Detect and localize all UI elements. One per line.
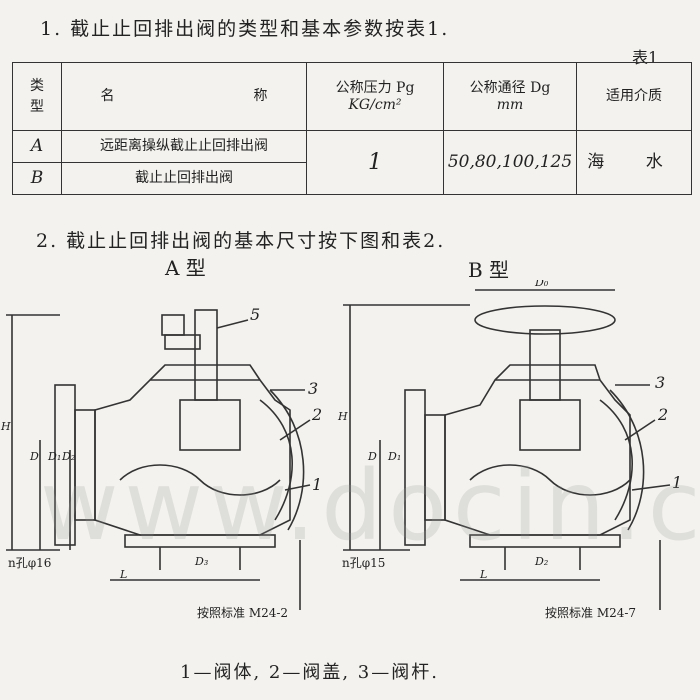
pressure-value: 1 <box>306 130 444 195</box>
section-heading-2: 2. 截止止回排出阀的基本尺寸按下图和表2. <box>36 230 446 252</box>
callout-a-1: 1 <box>312 475 322 494</box>
dim-b-l: L <box>479 568 487 581</box>
valve-a-drawing <box>6 309 311 610</box>
dim-b-d2: D₂ <box>534 555 548 568</box>
dim-a-d1: D₁ <box>47 450 61 463</box>
row-name: 截止止回排出阀 <box>61 162 307 195</box>
callout-b-2: 2 <box>657 405 668 424</box>
dim-b-d1: D₁ <box>387 450 401 463</box>
row-type: A <box>12 130 62 163</box>
dim-a-d: D <box>29 450 39 463</box>
diameter-value: 50,80,100,125 <box>443 130 577 195</box>
dim-b-d: D <box>367 450 377 463</box>
row-type: B <box>12 162 62 195</box>
figure-b-label: B 型 <box>468 258 510 282</box>
valve-b-drawing <box>343 289 671 610</box>
dim-b-d0: D₀ <box>534 280 549 289</box>
thread-note-b: 按照标准 M24-7 <box>545 606 636 620</box>
hole-note-a: n孔φ16 <box>8 556 51 570</box>
table-header-row: 类型 名 称 公称压力 Pg KG/cm² 公称通径 Dg mm 适用介质 <box>12 62 692 131</box>
medium-value: 海 水 <box>576 130 692 195</box>
callout-a-5: 5 <box>250 305 260 324</box>
callout-b-1: 1 <box>672 473 682 492</box>
parameter-table: 类型 名 称 公称压力 Pg KG/cm² 公称通径 Dg mm 适用介质 A … <box>12 62 692 195</box>
dim-a-d3: D₃ <box>194 555 208 568</box>
section-heading-1: 1. 截止止回排出阀的类型和基本参数按表1. <box>40 18 450 40</box>
thread-note-a: 按照标准 M24-2 <box>197 606 288 620</box>
table-row: A 远距离操纵截止止回排出阀 1 50,80,100,125 海 水 <box>12 130 692 195</box>
row-name: 远距离操纵截止止回排出阀 <box>61 130 307 163</box>
hole-note-b: n孔φ15 <box>342 556 385 570</box>
valve-drawings: 5 3 2 1 3 2 1 H L D D₁ D₂ D₃ H L D D₁ D₂… <box>0 280 682 620</box>
header-type: 类型 <box>12 62 62 131</box>
callout-b-3: 3 <box>655 373 665 392</box>
header-medium: 适用介质 <box>576 62 692 131</box>
callout-a-2: 2 <box>311 405 322 424</box>
table-row: B 截止止回排出阀 <box>12 162 692 195</box>
header-diameter: 公称通径 Dg mm <box>443 62 577 131</box>
figure-a-label: A 型 <box>165 256 206 280</box>
callout-a-3: 3 <box>308 379 318 398</box>
dim-a-d2: D₂ <box>61 450 75 463</box>
header-name: 名 称 <box>61 62 307 131</box>
header-pressure: 公称压力 Pg KG/cm² <box>306 62 444 131</box>
legend: 1—阀体, 2—阀盖, 3—阀杆. <box>180 662 439 683</box>
dim-b-h: H <box>337 410 348 423</box>
dim-a-l: L <box>119 568 127 581</box>
dim-a-h: H <box>0 420 11 433</box>
